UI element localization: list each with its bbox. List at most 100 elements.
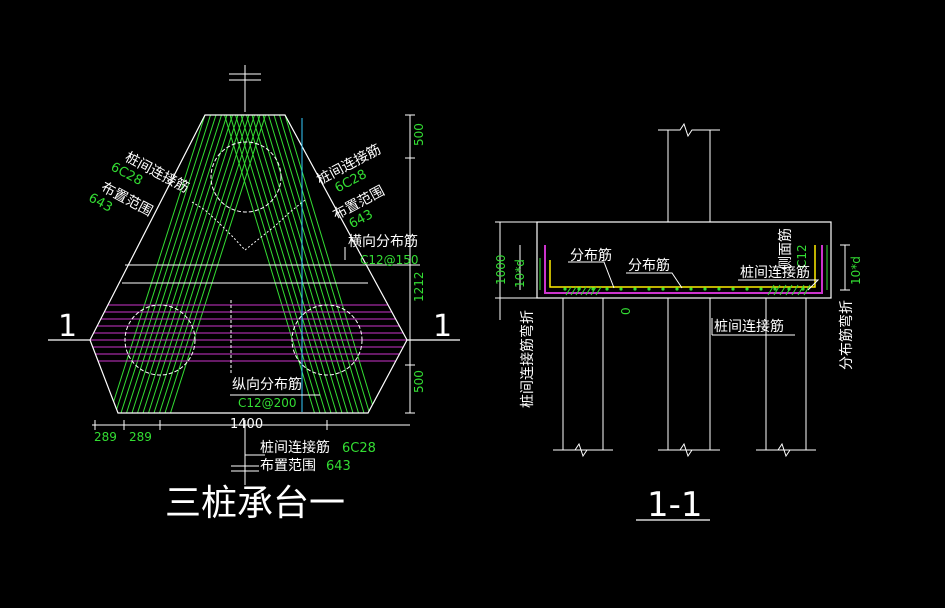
hatch-line	[142, 115, 239, 413]
rebar-dot	[563, 287, 567, 291]
transverse-label: 横向分布筋	[348, 233, 418, 250]
hatch-line	[565, 286, 572, 296]
hatch-line	[767, 284, 775, 296]
section-pile-right	[765, 297, 807, 451]
longitudinal-label: 纵向分布筋	[232, 376, 302, 393]
rebar-bands	[90, 115, 407, 413]
longitudinal-spec: C12@200	[238, 396, 297, 410]
section-leaders	[568, 261, 820, 336]
rebar-dot	[689, 287, 693, 291]
hatch-line	[785, 284, 793, 296]
pile-right	[291, 304, 363, 376]
hatch-line	[109, 115, 206, 413]
hatch-line	[575, 286, 582, 296]
section-bottom-rebar	[544, 245, 823, 294]
rebar-dot	[745, 287, 749, 291]
dim-bottom-2: 289	[129, 430, 152, 444]
pile-top	[210, 141, 282, 213]
hatch-line	[279, 115, 370, 413]
section-mark-left: 1	[58, 309, 77, 344]
left-range-annotation: 布置范围 643	[86, 179, 156, 220]
section-dim-left	[495, 221, 537, 320]
section-pile-mid	[667, 297, 711, 451]
rebar-band-right	[224, 115, 376, 413]
hatch-line	[153, 115, 250, 413]
hatch-line	[570, 286, 577, 296]
section-dim-left-bend: 10*d	[513, 259, 527, 288]
hatch-line	[235, 115, 326, 413]
section-piles	[553, 297, 816, 458]
hatch-line	[803, 284, 811, 296]
section-rebar-hatch	[565, 284, 811, 296]
section-rebar-dots	[563, 287, 805, 291]
dim-bottom-1: 289	[94, 430, 117, 444]
bottom-link-label: 桩间连接筋	[260, 439, 330, 456]
section-title: 1-1	[647, 485, 703, 525]
section-dim-right	[840, 244, 850, 291]
hatch-line	[240, 115, 332, 413]
section-dist-label-1: 分布筋	[570, 247, 612, 264]
column-marker	[229, 65, 261, 112]
rebar-dot	[759, 287, 763, 291]
hatch-line	[590, 286, 597, 296]
rebar-dot	[703, 287, 707, 291]
section-link-label: 桩间连接筋	[740, 264, 810, 281]
rebar-dot	[731, 287, 735, 291]
section-side-spec: C12	[795, 244, 809, 268]
hatch-line	[164, 115, 261, 413]
pile-left	[124, 304, 196, 376]
section-inner-rebar	[549, 245, 816, 288]
section-dist-bend-label: 分布筋弯折	[838, 300, 855, 370]
rebar-dot	[661, 287, 665, 291]
hatch-line	[797, 284, 805, 296]
hatch-line	[131, 115, 228, 413]
bottom-link-spec: 6C28	[342, 441, 376, 456]
rebar-dot	[605, 287, 609, 291]
hatch-line	[273, 115, 365, 413]
rebar-dot	[647, 287, 651, 291]
hatch-line	[262, 115, 354, 413]
hatch-line	[251, 115, 343, 413]
dim-right-2: 1212	[412, 271, 426, 302]
rebar-band-left	[109, 115, 266, 413]
hatch-line	[791, 284, 799, 296]
hatch-line	[137, 115, 233, 413]
section-link-bend-label: 桩间连接筋弯折	[519, 310, 536, 408]
section-mark-right: 1	[433, 309, 452, 344]
hatch-line	[126, 115, 222, 413]
leaders	[230, 247, 420, 396]
section-dim-right-bend: 10*d	[849, 256, 863, 285]
plan-view: 1 1 500 1212 500	[48, 65, 460, 524]
rebar-dot	[773, 287, 777, 291]
rebar-dot	[619, 287, 623, 291]
hatch-line	[284, 115, 376, 413]
piles-plan	[124, 141, 363, 376]
hatch-line	[115, 115, 211, 413]
hatch-line	[595, 286, 602, 296]
rebar-dot	[717, 287, 721, 291]
transverse-rebar-band	[90, 304, 407, 362]
section-zero-label: 0	[619, 307, 633, 315]
hatch-line	[268, 115, 359, 413]
dim-right-1: 500	[412, 123, 426, 146]
section-dim-height: 1000	[494, 254, 508, 285]
dim-right-3: 500	[412, 370, 426, 393]
dim-bottom-3: 1400	[230, 417, 263, 432]
section-pile-left	[562, 297, 604, 451]
section-link-bottom-label: 桩间连接筋	[714, 318, 784, 335]
hatch-line	[773, 284, 781, 296]
section-view: 1000 10*d 桩间连接筋弯折 10*d 分布筋弯折 侧面筋 C12 分布筋…	[494, 122, 863, 525]
hatch-line	[120, 115, 217, 413]
hatch-line	[229, 115, 321, 413]
bottom-range-value: 643	[326, 459, 351, 474]
hatch-line	[159, 115, 255, 413]
link-line-right	[244, 199, 306, 251]
dim-right	[405, 114, 415, 414]
rebar-dot	[675, 287, 679, 291]
horizontal-lines	[122, 264, 368, 284]
hatch-line	[148, 115, 244, 413]
rebar-dot	[633, 287, 637, 291]
link-line-left	[191, 201, 246, 251]
bottom-range-label: 布置范围	[260, 457, 316, 474]
